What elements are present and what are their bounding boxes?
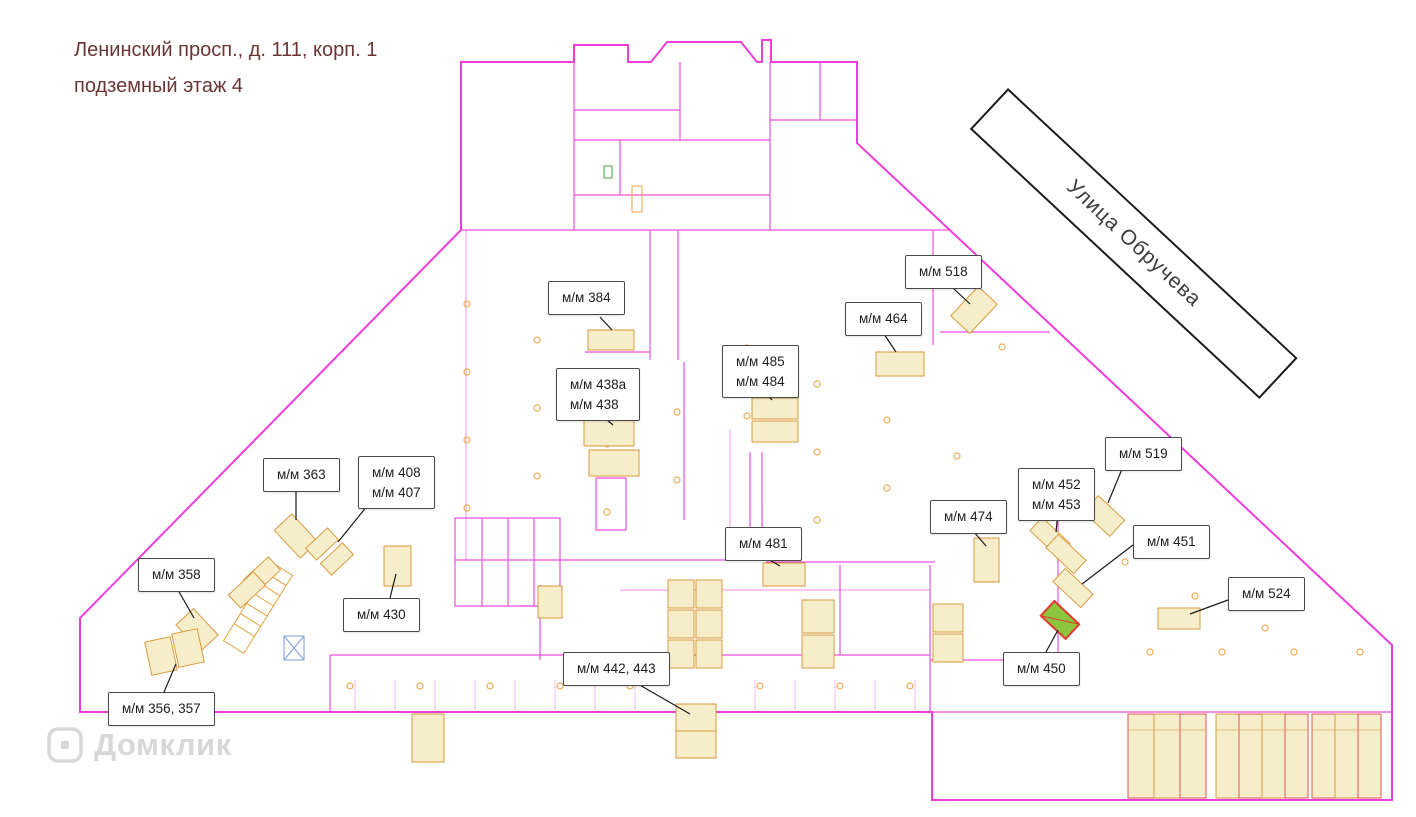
stall-357 (171, 628, 205, 668)
plan-title: Ленинский просп., д. 111, корп. 1 подзем… (74, 32, 377, 104)
title-address: Ленинский просп., д. 111, корп. 1 (74, 39, 378, 61)
callout-mm-358: м/м 358 (138, 558, 215, 592)
stall-485 (751, 397, 799, 420)
callout-mm-384: м/м 384 (548, 281, 625, 315)
stall-384 (587, 329, 635, 351)
callout-mm-524: м/м 524 (1228, 577, 1305, 611)
callout-mm-438a-438: м/м 438а м/м 438 (556, 368, 641, 422)
callout-mm-481: м/м 481 (725, 527, 802, 561)
callout-mm-518: м/м 518 (905, 255, 982, 289)
stall-438a (583, 419, 635, 447)
callout-label: м/м 408 м/м 407 (372, 465, 421, 500)
title-floor: подземный этаж 4 (74, 75, 244, 97)
stall-481 (762, 562, 806, 587)
callout-label: м/м 363 (277, 467, 326, 482)
callout-mm-450: м/м 450 (1003, 652, 1080, 686)
callout-label: м/м 524 (1242, 586, 1291, 601)
callout-mm-464: м/м 464 (845, 302, 922, 336)
callout-mm-474: м/м 474 (930, 500, 1007, 534)
callout-label: м/м 442, 443 (577, 661, 656, 676)
stall-518 (950, 285, 998, 335)
callout-label: м/м 430 (357, 607, 406, 622)
callout-label: м/м 481 (739, 536, 788, 551)
callout-mm-430: м/м 430 (343, 598, 420, 632)
callout-mm-519: м/м 519 (1105, 437, 1182, 471)
callout-mm-442-443: м/м 442, 443 (563, 652, 670, 686)
stall-450-highlighted (1039, 599, 1081, 641)
columns (346, 300, 1364, 690)
stairs-hatch-blue (283, 635, 305, 661)
callout-mm-363: м/м 363 (263, 458, 340, 492)
callout-label: м/м 452 м/м 453 (1032, 477, 1081, 512)
stalls (144, 285, 1382, 799)
callout-label: м/м 358 (152, 567, 201, 582)
callout-mm-485-484: м/м 485 м/м 484 (722, 345, 799, 399)
stall-453 (1045, 533, 1087, 575)
watermark-text: Домклик (94, 727, 232, 762)
callout-label: м/м 451 (1147, 534, 1196, 549)
callout-label: м/м 519 (1119, 446, 1168, 461)
stall-356 (144, 636, 178, 676)
callout-label: м/м 384 (562, 290, 611, 305)
callout-label: м/м 464 (859, 311, 908, 326)
callout-mm-452-453: м/м 452 м/м 453 (1018, 468, 1095, 522)
callout-label: м/м 474 (944, 509, 993, 524)
stall-451 (1052, 567, 1094, 609)
stall-524 (1157, 607, 1201, 630)
callout-mm-451: м/м 451 (1133, 525, 1210, 559)
stall-430 (383, 545, 412, 587)
stall-484 (751, 420, 799, 443)
domclick-logo-icon (47, 727, 83, 763)
callout-mm-356-357: м/м 356, 357 (108, 692, 215, 726)
stall-407 (319, 542, 355, 576)
callout-label: м/м 438а м/м 438 (570, 377, 627, 412)
plan-outline (79, 39, 1393, 801)
stall-408 (304, 527, 340, 561)
callout-label: м/м 518 (919, 264, 968, 279)
callout-mm-408-407: м/м 408 м/м 407 (358, 456, 435, 510)
stall-474 (973, 537, 1000, 583)
stall-row-bottom-right (1127, 713, 1382, 799)
utility-mark (603, 165, 613, 179)
callout-label: м/м 356, 357 (122, 701, 201, 716)
callout-label: м/м 485 м/м 484 (736, 354, 785, 389)
domclick-watermark: Домклик (46, 726, 232, 764)
plan-interior-walls (329, 62, 1392, 713)
callout-label: м/м 450 (1017, 661, 1066, 676)
stall-464 (875, 351, 925, 377)
stall-438 (588, 449, 640, 477)
